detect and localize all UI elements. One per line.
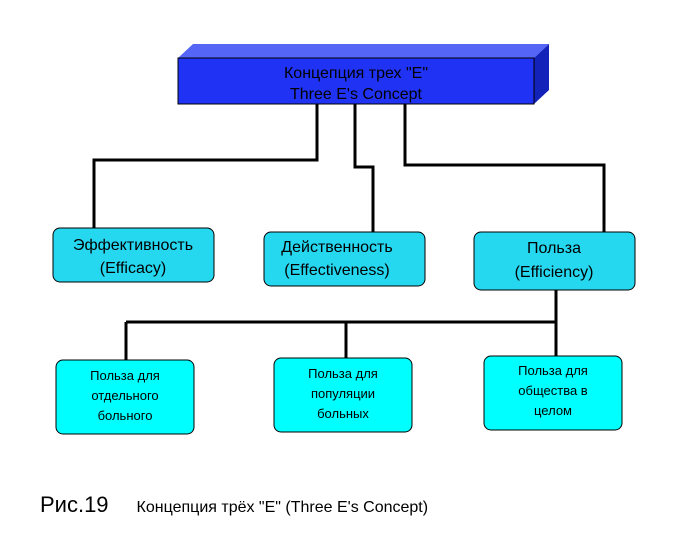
connector-top-to-effectiveness [353, 104, 375, 232]
efficiency-subtitle: (Efficiency) [515, 264, 594, 281]
efficacy-title: Эффективность [73, 237, 193, 254]
society-benefit-box [483, 355, 623, 431]
efficacy-subtitle: (Efficacy) [100, 260, 166, 277]
individual-line-3: больного [98, 408, 153, 423]
society-line-2: общества в [518, 383, 588, 398]
top-box-subtitle: Three E's Concept [290, 86, 423, 103]
top-concept-box: Концепция трех "E" Three E's Concept [177, 44, 549, 105]
individual-line-1: Польза для [90, 368, 160, 383]
caption-text: Концепция трёх "E" (Three E's Concept) [136, 499, 429, 516]
connectors [92, 104, 606, 360]
bottom-box-individual: Польза для отдельного больного [55, 359, 195, 435]
effectiveness-title: Действенность [281, 239, 392, 256]
population-benefit-box [273, 357, 413, 433]
top-box-side-face [534, 44, 549, 104]
connector-top-to-efficiency [403, 104, 606, 232]
effectiveness-subtitle: (Effectiveness) [284, 262, 390, 279]
population-line-3: больных [317, 406, 369, 421]
figure-caption: Рис.19 Концепция трёх "E" (Three E's Conc… [40, 492, 428, 518]
efficiency-title: Польза [527, 240, 581, 257]
middle-box-efficacy: Эффективность (Efficacy) [52, 227, 215, 283]
individual-line-2: отдельного [91, 388, 158, 403]
middle-box-effectiveness: Действенность (Effectiveness) [263, 231, 426, 287]
efficacy-box [52, 227, 215, 283]
society-line-3: целом [534, 403, 572, 418]
middle-box-efficiency: Польза (Efficiency) [473, 231, 636, 291]
top-box-front-face [177, 57, 535, 105]
efficiency-box [473, 231, 636, 291]
effectiveness-box [263, 231, 426, 287]
individual-benefit-box [55, 359, 195, 435]
top-box-title: Концепция трех "E" [284, 65, 428, 82]
population-line-2: популяции [311, 386, 375, 401]
connector-top-to-efficacy [92, 104, 319, 228]
top-box-top-face [178, 44, 549, 58]
bottom-box-population: Польза для популяции больных [273, 357, 413, 433]
population-line-1: Польза для [308, 366, 378, 381]
figure-number: Рис.19 [40, 492, 109, 517]
society-line-1: Польза для [518, 363, 588, 378]
bottom-box-society: Польза для общества в целом [483, 355, 623, 431]
